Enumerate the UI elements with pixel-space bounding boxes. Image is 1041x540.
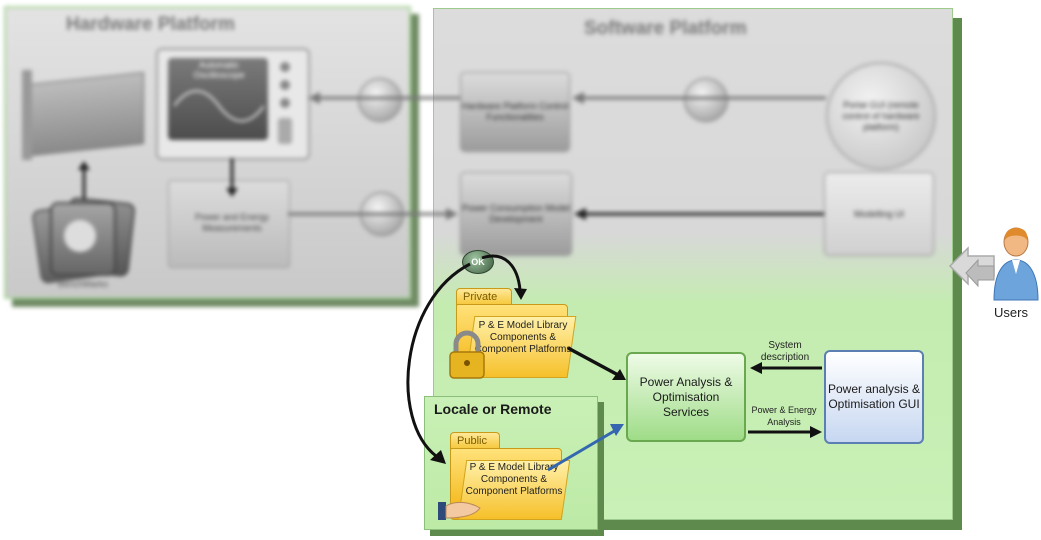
benchmarks-label: BenchMarks [57, 279, 109, 289]
network-globe-icon [684, 78, 728, 122]
gui-label: Power analysis & Optimisation GUI [827, 382, 921, 411]
hw-control-box: Hardware Platform Control Functionalitie… [460, 72, 570, 152]
hand-icon [438, 501, 481, 520]
pe-analysis-label: Power & Energy Analysis [751, 405, 817, 427]
public-library-text: P & E Model Library Components & Compone… [465, 462, 563, 497]
oscilloscope-title: Automatic Oscilloscope [193, 60, 245, 80]
portal-gui-circle: Portal GUI (remote control of hardware p… [826, 62, 936, 170]
power-model-label: Power Consumption Model Development [461, 203, 571, 224]
private-library-text: P & E Model Library Components & Compone… [474, 320, 572, 355]
users-label: Users [994, 305, 1028, 320]
power-model-box: Power Consumption Model Development [460, 172, 572, 256]
software-platform-title: Software Platform [584, 18, 747, 39]
modeling-ui-box: Modelling UI [824, 172, 934, 256]
hardware-platform-title: Hardware Platform [66, 14, 235, 35]
double-arrow-icon [948, 246, 995, 288]
hardware-arrows [78, 158, 238, 200]
software-arrows [288, 92, 826, 220]
measurements-label: Power and Energy Measurements [194, 212, 270, 233]
waveform-icon [174, 90, 264, 122]
network-globe-icon [358, 78, 402, 122]
services-label: Power Analysis & Optimisation Services [639, 374, 733, 419]
modeling-ui-label: Modelling UI [853, 208, 905, 219]
system-description-label: System description [760, 340, 810, 363]
user-icon [993, 227, 1039, 301]
hw-control-label: Hardware Platform Control Functionalitie… [461, 101, 569, 122]
power-analysis-gui: Power analysis & Optimisation GUI [824, 350, 924, 444]
padlock-icon [449, 330, 485, 379]
oscilloscope: Automatic Oscilloscope [156, 48, 310, 160]
power-analysis-services: Power Analysis & Optimisation Services [626, 352, 746, 442]
measurements-folder [168, 180, 290, 268]
portal-gui-label: Portal GUI (remote control of hardware p… [842, 99, 920, 132]
ok-badge: OK [462, 250, 494, 274]
locale-title: Locale or Remote [434, 401, 552, 417]
ok-label: OK [471, 257, 485, 267]
